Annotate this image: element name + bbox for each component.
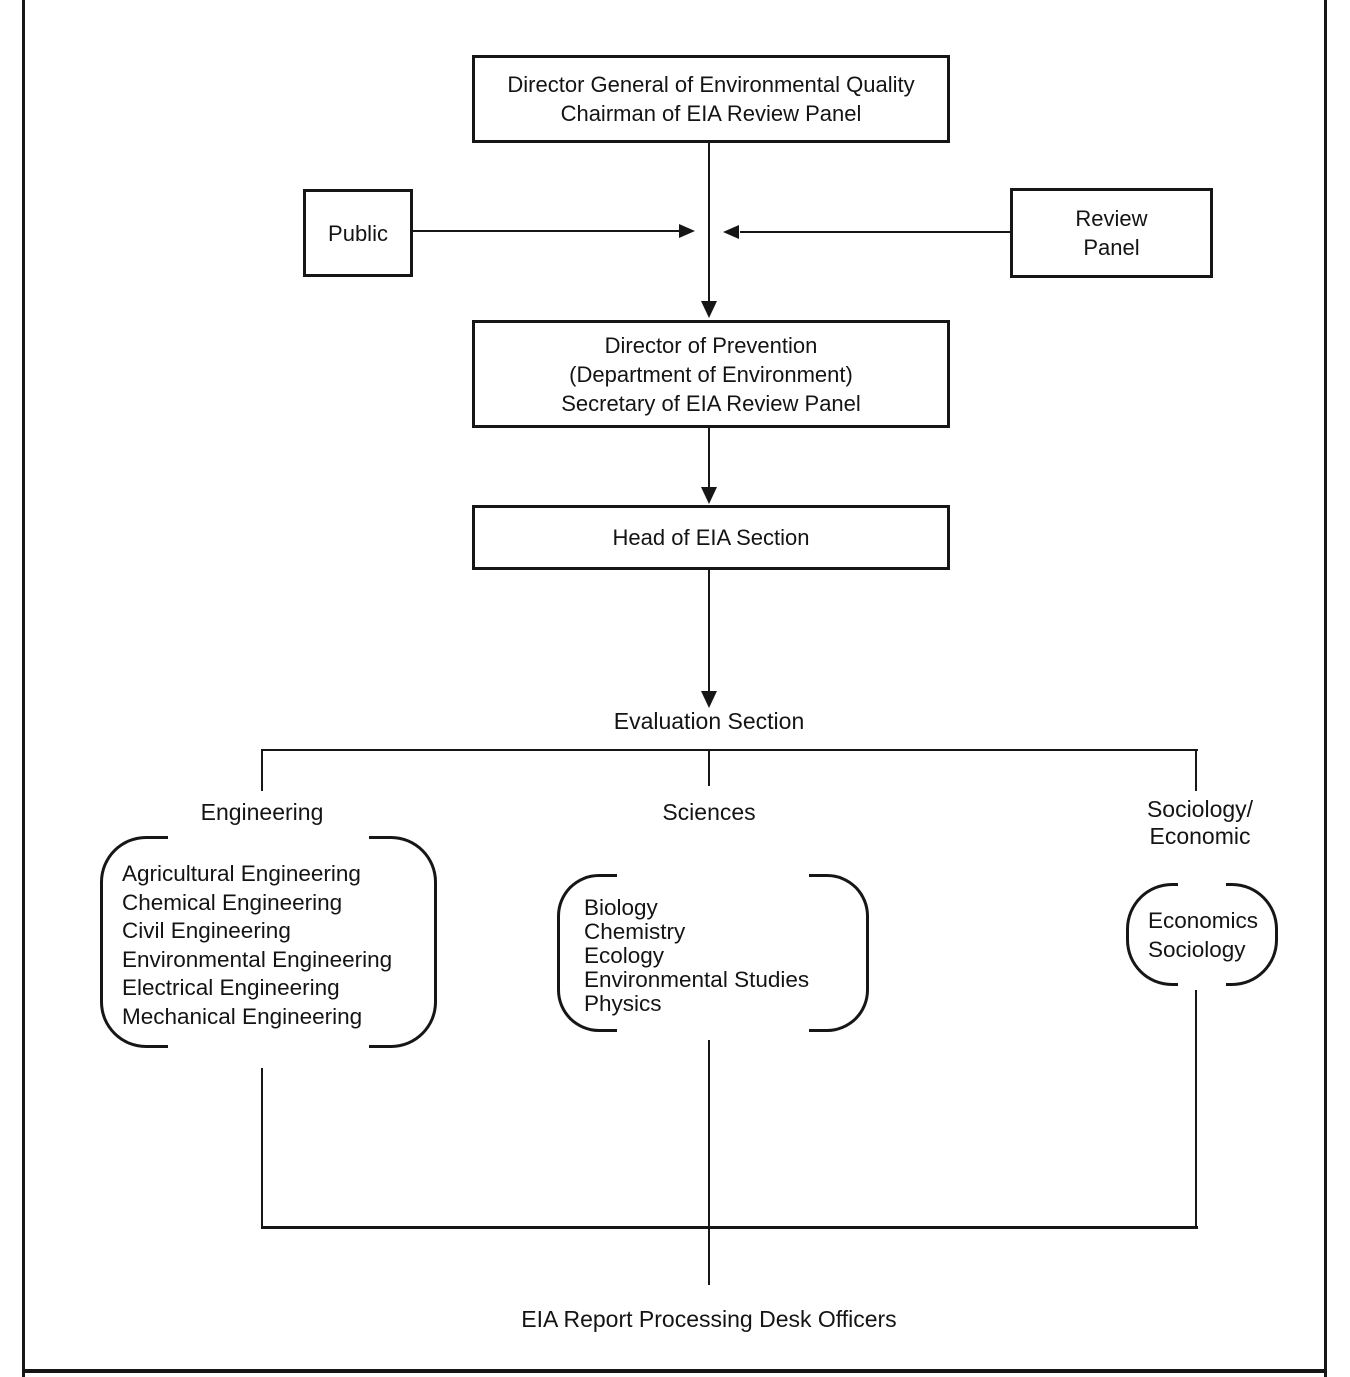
- head-eia-section-label: Head of EIA Section: [612, 525, 810, 550]
- evaluation-section-label: Evaluation Section: [613, 708, 805, 734]
- head-eia-section-box: Head of EIA Section: [472, 505, 950, 570]
- engineering-label: Engineering: [200, 799, 324, 825]
- director-general-line2: Chairman of EIA Review Panel: [560, 101, 862, 126]
- list-item: Mechanical Engineering: [122, 1003, 363, 1029]
- list-item: Ecology: [584, 943, 665, 968]
- bottom-horizontal-line: [261, 1226, 1198, 1229]
- branch-stub-sciences: [708, 749, 710, 786]
- public-label: Public: [328, 220, 388, 246]
- list-item: Electrical Engineering: [122, 975, 340, 1000]
- arrow-right-icon: [679, 224, 695, 238]
- list-item: Economics: [1148, 908, 1259, 933]
- director-prevention-line1: Director of Prevention: [604, 332, 818, 358]
- sociology-economic-label-line1: Sociology/: [1146, 796, 1254, 822]
- sciences-bracket-right: [809, 874, 869, 1032]
- connector-prevention-to-head: [708, 428, 710, 488]
- list-item: Chemical Engineering: [122, 889, 343, 915]
- sociology-list: Economics Sociology: [1148, 906, 1258, 964]
- sciences-bracket-left: [557, 874, 617, 1032]
- connector-sociology-down: [1195, 990, 1197, 1228]
- arrow-down-icon: [701, 301, 717, 318]
- engineering-list: Agricultural Engineering Chemical Engine…: [122, 860, 392, 1031]
- sociology-economic-label-line2: Economic: [1149, 823, 1251, 849]
- connector-public-to-center: [413, 230, 679, 232]
- page-border-left: [22, 0, 25, 1377]
- list-item: Sociology: [1148, 937, 1246, 962]
- list-item: Physics: [584, 991, 662, 1016]
- connector-top-to-prevention: [708, 143, 710, 302]
- list-item: Agricultural Engineering: [122, 861, 361, 886]
- director-general-line1: Director General of Environmental Qualit…: [507, 72, 915, 97]
- director-prevention-box: Director of Prevention (Department of En…: [472, 320, 950, 428]
- connector-head-to-evaluation: [708, 570, 710, 692]
- list-item: Environmental Studies: [584, 967, 810, 992]
- eia-report-officers-label: EIA Report Processing Desk Officers: [521, 1306, 897, 1332]
- director-prevention-line2: (Department of Environment): [569, 361, 853, 387]
- branch-stub-sociology: [1195, 749, 1197, 791]
- review-panel-box: Review Panel: [1010, 188, 1213, 278]
- arrow-down-icon: [701, 691, 717, 708]
- engineering-bracket-left: [100, 836, 168, 1048]
- list-item: Biology: [584, 895, 658, 920]
- arrow-down-icon: [701, 487, 717, 504]
- branch-stub-engineering: [261, 749, 263, 791]
- connector-review-to-center: [740, 231, 1010, 233]
- director-prevention-line3: Secretary of EIA Review Panel: [561, 390, 861, 416]
- page-border-bottom: [22, 1369, 1327, 1373]
- list-item: Environmental Engineering: [122, 946, 393, 972]
- sociology-economic-label: Sociology/ Economic: [1075, 796, 1325, 850]
- connector-sciences-down: [708, 1040, 710, 1285]
- sciences-label: Sciences: [662, 799, 756, 825]
- sciences-list: Biology Chemistry Ecology Environmental …: [584, 896, 809, 1016]
- director-general-box: Director General of Environmental Qualit…: [472, 55, 950, 143]
- public-box: Public: [303, 189, 413, 277]
- branch-horizontal-line: [261, 749, 1198, 751]
- list-item: Civil Engineering: [122, 918, 291, 943]
- connector-engineering-down: [261, 1068, 263, 1228]
- review-panel-line2: Panel: [1083, 235, 1140, 260]
- review-panel-line1: Review: [1075, 206, 1148, 231]
- page-border-right: [1324, 0, 1327, 1377]
- arrow-left-icon: [723, 225, 739, 239]
- list-item: Chemistry: [584, 919, 686, 944]
